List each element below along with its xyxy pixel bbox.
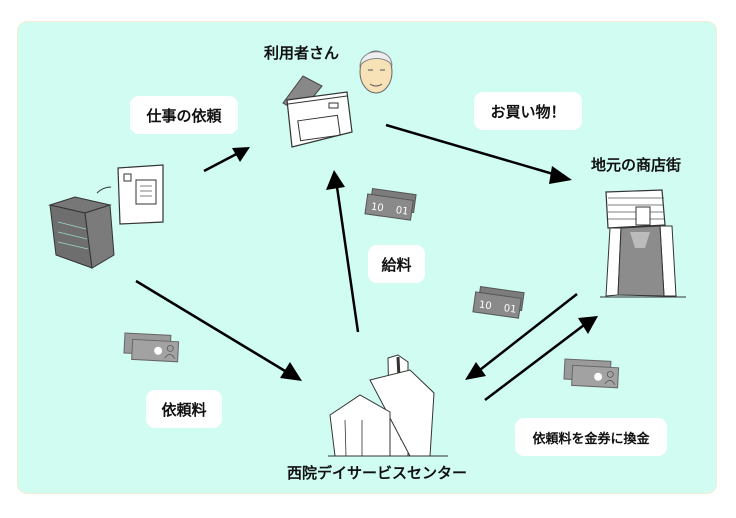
- voucher-value: 01: [395, 205, 409, 218]
- edge-label-shopping: お買い物！: [474, 92, 582, 130]
- envelope-icon: [282, 75, 353, 148]
- voucher-icon: 10 01: [364, 188, 417, 221]
- arrow-user-to-shop: [385, 123, 572, 184]
- voucher-value: 01: [503, 303, 517, 316]
- document-stack-icon: [48, 196, 115, 269]
- arrow-client-to-center: [135, 279, 302, 381]
- arrow-shop-to-center: [465, 293, 578, 380]
- elderly-face-icon: [359, 50, 393, 94]
- voucher-icon: 10 01: [472, 286, 525, 319]
- arrow-center-to-shop: [484, 316, 598, 401]
- order-form-icon: [96, 164, 164, 225]
- building-icon: [328, 354, 448, 457]
- edge-label-job-request: 仕事の依頼: [130, 96, 238, 134]
- edge-label-fee: 依頼料: [146, 390, 222, 428]
- node-label-shop: 地元の商店街: [591, 156, 682, 174]
- node-label-center: 西院デイサービスセンター: [287, 464, 468, 482]
- arrow-client-to-user: [203, 147, 250, 173]
- arrow-center-to-user: [326, 170, 360, 333]
- edge-label-fee-exchange: 依頼料を金券に換金: [515, 418, 667, 456]
- edge-label-salary: 給料: [368, 245, 425, 283]
- banknote-icon: [563, 358, 620, 389]
- banknote-icon: [123, 332, 180, 363]
- voucher-value: 10: [370, 202, 384, 215]
- shopping-arcade-icon: [600, 189, 686, 298]
- node-label-user: 利用者さん: [264, 44, 340, 62]
- voucher-value: 10: [478, 300, 492, 313]
